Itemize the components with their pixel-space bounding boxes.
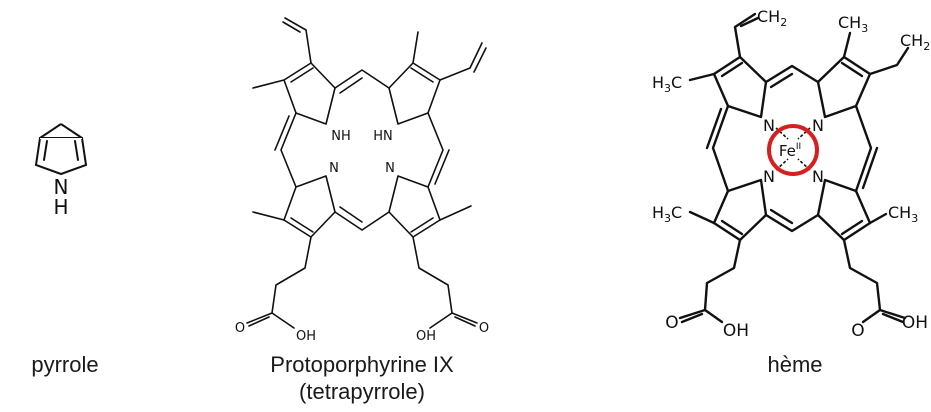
heme-label-ch2: CH2 (757, 7, 787, 29)
heme-atom-n: N (763, 116, 775, 135)
pyrrole-ring (34, 137, 88, 176)
pyrrole-double-bond (74, 140, 79, 161)
pyrrole-top-bond (39, 123, 83, 139)
heme-structure (678, 12, 910, 324)
heme-label-oh: OH (902, 313, 928, 333)
heme-label-ch3: CH3 (838, 13, 868, 35)
heme-atom-n: N (812, 167, 824, 186)
iron-highlight-circle (767, 124, 819, 176)
pyrrole-caption: pyrrole (31, 352, 99, 377)
heme-label-o: O (851, 321, 864, 341)
pyrrole-atom-h: H (53, 195, 68, 219)
protoporphyrin-structure (246, 17, 487, 329)
protoporphyrin-atom-n: N (385, 161, 395, 176)
protoporphyrin-atom-hn: HN (373, 129, 393, 144)
protoporphyrin-atom-n: N (329, 161, 339, 176)
pyrrole-structure (34, 137, 88, 176)
heme-atom-n: N (763, 167, 775, 186)
heme-label-ch2: CH2 (900, 31, 930, 53)
protoporphyrin-caption-line2: (tetrapyrrole) (299, 379, 425, 404)
protoporphyrin-caption-line1: Protoporphyrine IX (270, 352, 454, 377)
heme-label-h3c: H3C (652, 73, 682, 95)
pyrrole-atom-n: N (54, 175, 69, 199)
heme-atom-n: N (812, 116, 824, 135)
heme-caption: hème (767, 352, 823, 377)
protoporphyrin-label-o: O (235, 321, 245, 336)
protoporphyrin-label-o: O (479, 321, 489, 336)
heme-label-oh: OH (723, 321, 749, 341)
heme-label-ch3: CH3 (888, 203, 918, 225)
protoporphyrin-atom-nh: NH (331, 129, 351, 144)
heme-label-o: O (665, 313, 678, 333)
heme-metal-fe: FeII (779, 142, 801, 160)
heme-label-h3c: H3C (652, 203, 682, 225)
protoporphyrin-label-oh: OH (296, 329, 316, 344)
pyrrole-double-bond (43, 140, 48, 161)
protoporphyrin-label-oh: OH (416, 329, 436, 344)
